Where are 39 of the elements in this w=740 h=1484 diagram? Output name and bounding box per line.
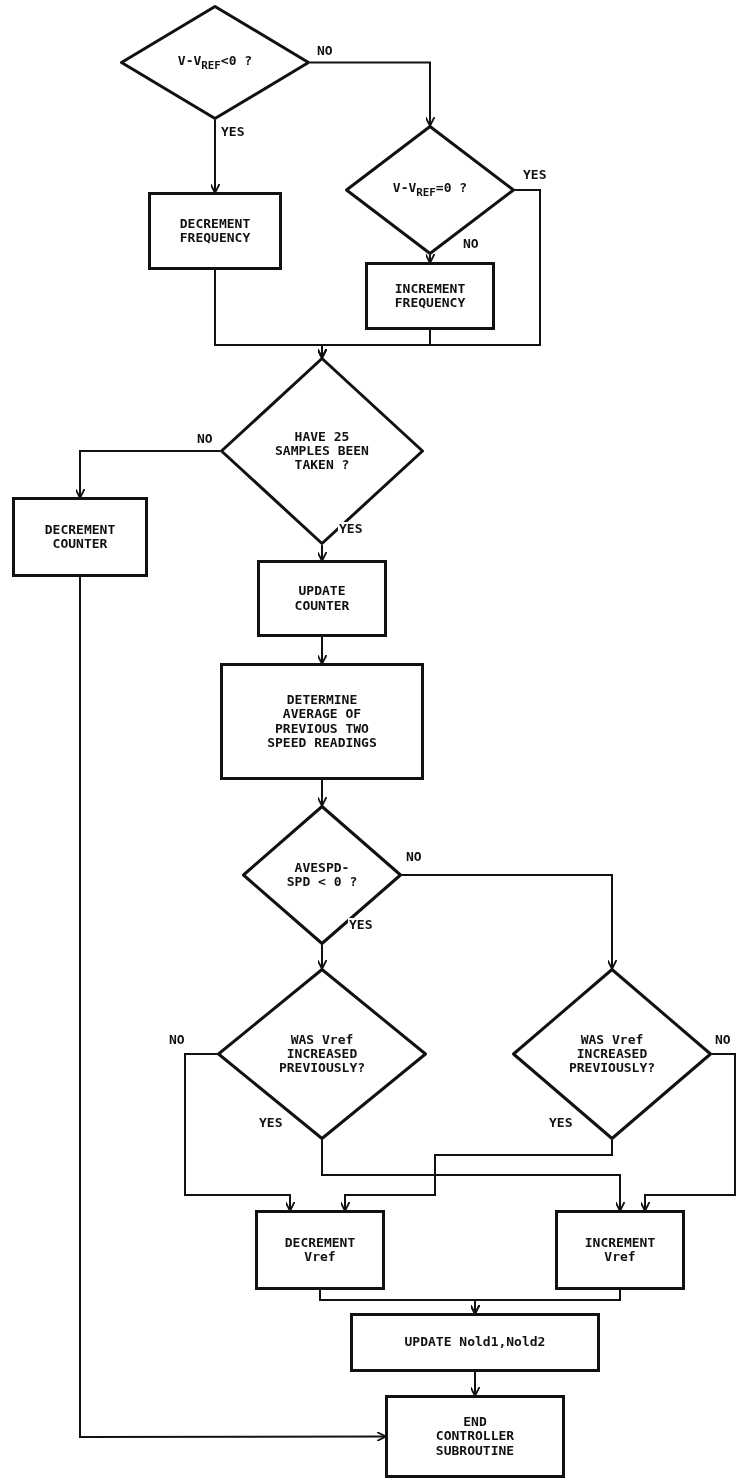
decision-text: V-V$_{REF}$=0 ? <box>391 181 469 199</box>
process-text: DECREMENT COUNTER <box>43 522 117 552</box>
process-text: UPDATE COUNTER <box>293 584 351 613</box>
process-text: INCREMENT Vref <box>583 1235 657 1265</box>
process-box <box>257 560 387 637</box>
flow-arrow <box>79 576 387 1442</box>
flow-arrow <box>316 636 328 665</box>
process-text: DECREMENT Vref <box>283 1235 357 1265</box>
decision-text: V-V$_{REF}$<0 ? <box>176 53 254 72</box>
flow-arrow <box>316 544 328 562</box>
process-text: DECREMENT FREQUENCY <box>178 216 252 246</box>
process-box <box>220 663 424 780</box>
flow-arrow <box>469 1371 481 1397</box>
decision-text: WAS Vref INCREASED PREVIOUSLY? <box>567 1032 657 1076</box>
flow-arrow <box>74 450 221 499</box>
flow-arrow <box>309 61 436 127</box>
process-box <box>365 262 495 330</box>
process-box <box>148 192 282 270</box>
flow-arrow <box>316 944 328 970</box>
process-box <box>12 497 148 577</box>
decision-text: WAS Vref INCREASED PREVIOUSLY? <box>277 1032 367 1076</box>
decision-text: HAVE 25 SAMPLES BEEN TAKEN ? <box>274 429 370 473</box>
decision-text: AVESPD- SPD < 0 ? <box>285 860 359 890</box>
process-text: DETERMINE AVERAGE OF PREVIOUS TWO SPEED READINGS <box>266 692 378 751</box>
flow-arrow <box>316 329 431 359</box>
flow-arrow <box>639 1053 736 1212</box>
process-box <box>350 1313 600 1372</box>
flow-arrow <box>424 253 436 264</box>
flow-arrow <box>209 119 221 194</box>
process-text: INCREMENT FREQUENCY <box>393 281 467 311</box>
flow-arrow <box>401 874 618 970</box>
process-box <box>255 1210 385 1290</box>
process-text: UPDATE Nold1,Nold2 <box>403 1335 547 1350</box>
flow-arrow <box>316 779 328 807</box>
flow-arrow <box>184 1053 296 1212</box>
process-box <box>555 1210 685 1290</box>
process-box <box>385 1395 565 1478</box>
process-text: END CONTROLLER SUBROUTINE <box>434 1415 516 1458</box>
flow-arrow <box>469 1289 621 1315</box>
